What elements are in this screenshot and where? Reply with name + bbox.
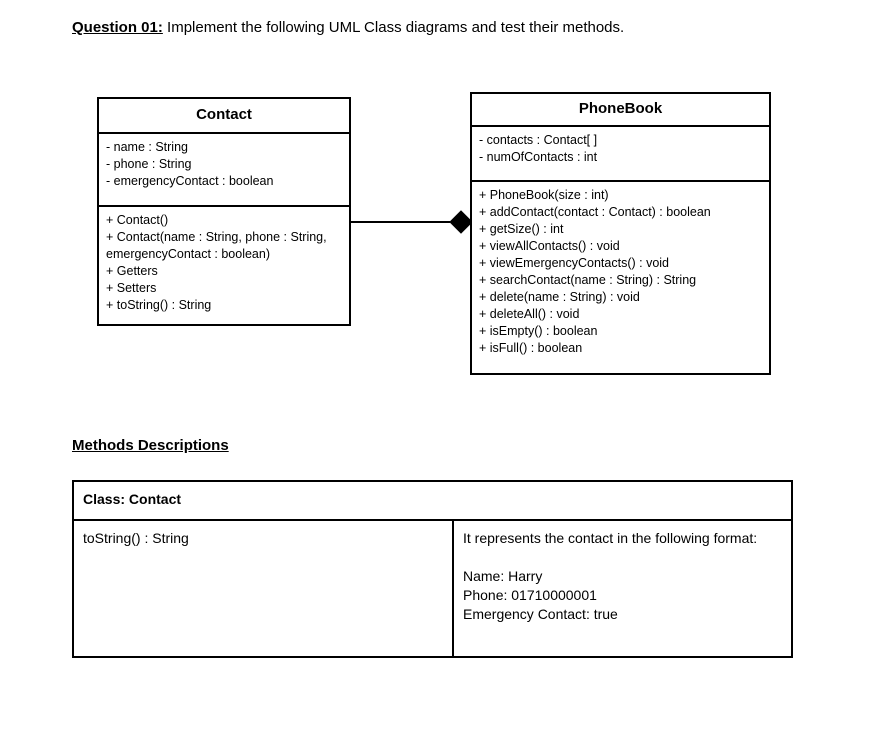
method-signature: toString() : String [72, 519, 454, 658]
uml-class-contact-attributes: - name : String - phone : String - emerg… [99, 134, 349, 207]
uml-method: + addContact(contact : Contact) : boolea… [479, 205, 711, 219]
uml-method: + Contact(name : String, phone : String,… [106, 230, 331, 261]
composition-diamond-icon [449, 210, 472, 234]
table-row: toString() : String It represents the co… [72, 519, 793, 658]
uml-class-contact-methods: + Contact() + Contact(name : String, pho… [99, 207, 349, 324]
uml-method: + viewEmergencyContacts() : void [479, 256, 670, 270]
uml-attribute: - emergencyContact : boolean [106, 174, 274, 188]
uml-class-contact: Contact - name : String - phone : String… [97, 97, 351, 326]
uml-method: + toString() : String [106, 298, 212, 312]
uml-method: + Setters [106, 281, 157, 295]
composition-relationship-connector [351, 210, 472, 234]
question-text: Implement the following UML Class diagra… [162, 19, 625, 36]
question-label: Question 01: [72, 19, 163, 36]
table-header-row: Class: Contact [72, 480, 793, 521]
methods-descriptions-table: Class: Contact toString() : String It re… [72, 480, 793, 658]
uml-method: + Getters [106, 264, 158, 278]
uml-method: + deleteAll() : void [479, 307, 580, 321]
uml-method: + PhoneBook(size : int) [479, 188, 609, 202]
uml-method: + isFull() : boolean [479, 341, 583, 355]
uml-attribute: - numOfContacts : int [479, 150, 598, 164]
uml-attribute: - contacts : Contact[ ] [479, 133, 598, 147]
question-heading: Question 01: Implement the following UML… [72, 18, 832, 38]
uml-class-phonebook-methods: + PhoneBook(size : int) + addContact(con… [472, 182, 769, 373]
uml-method: + isEmpty() : boolean [479, 324, 598, 338]
methods-descriptions-heading: Methods Descriptions [72, 437, 229, 454]
uml-method: + Contact() [106, 213, 169, 227]
uml-attribute: - phone : String [106, 157, 192, 171]
method-description: It represents the contact in the followi… [452, 519, 793, 658]
uml-method: + getSize() : int [479, 222, 564, 236]
uml-attribute: - name : String [106, 140, 188, 154]
table-header-class-name: Class: Contact [72, 480, 793, 521]
uml-method: + searchContact(name : String) : String [479, 273, 697, 287]
uml-method: + delete(name : String) : void [479, 290, 640, 304]
uml-class-contact-name: Contact [99, 99, 349, 134]
uml-method: + viewAllContacts() : void [479, 239, 620, 253]
uml-class-phonebook-attributes: - contacts : Contact[ ] - numOfContacts … [472, 127, 769, 182]
uml-class-phonebook-name: PhoneBook [472, 94, 769, 127]
uml-class-phonebook: PhoneBook - contacts : Contact[ ] - numO… [470, 92, 771, 375]
